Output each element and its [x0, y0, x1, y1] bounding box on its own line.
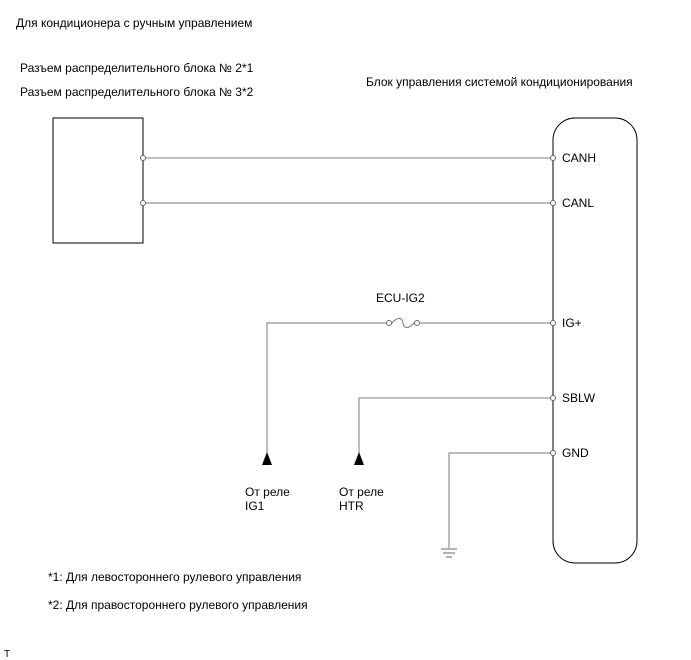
ac-control-unit: [552, 117, 638, 564]
gnd-ecu-pin: [550, 450, 556, 456]
footnote-1: *1: Для левостороннего рулевого управлен…: [48, 570, 301, 584]
diagram-title: Для кондиционера с ручным управлением: [16, 16, 252, 30]
gnd-pin-label: GND: [562, 446, 589, 460]
ig1-source-label: От реле: [245, 485, 290, 499]
canl-connector-pin: [140, 200, 146, 206]
junction-connector-label-lhd: Разъем распределительного блока № 2*1: [20, 61, 254, 75]
htr-source-relay: HTR: [339, 499, 364, 513]
sblw-wire: [358, 397, 553, 455]
htr-arrow-icon: [354, 452, 364, 465]
fuse-terminal-left: [386, 320, 392, 326]
htr-source-label: От реле: [339, 485, 384, 499]
canh-pin-label: CANH: [562, 151, 596, 165]
canl-ecu-pin: [550, 200, 556, 206]
corner-mark: T: [4, 649, 10, 660]
ig-wire-left: [266, 322, 388, 455]
junction-block-connector: [52, 117, 144, 244]
canh-connector-pin: [140, 155, 146, 161]
canh-ecu-pin: [550, 155, 556, 161]
sblw-pin-label: SBLW: [562, 391, 596, 405]
ground-icon: [441, 548, 457, 558]
footnote-2: *2: Для правостороннего рулевого управле…: [48, 598, 308, 612]
ecu-label: Блок управления системой кондиционирован…: [366, 75, 633, 89]
ig-pin-label: IG+: [562, 316, 582, 330]
junction-connector-label-rhd: Разъем распределительного блока № 3*2: [20, 85, 254, 99]
sblw-ecu-pin: [550, 395, 556, 401]
fuse-label: ECU-IG2: [376, 291, 425, 305]
ig1-source-relay: IG1: [245, 499, 265, 513]
ig-ecu-pin: [550, 320, 556, 326]
fuse-terminal-right: [414, 320, 420, 326]
fuse-icon: [391, 318, 415, 328]
gnd-wire: [448, 452, 553, 548]
ig1-arrow-icon: [262, 452, 272, 465]
canl-pin-label: CANL: [562, 196, 594, 210]
